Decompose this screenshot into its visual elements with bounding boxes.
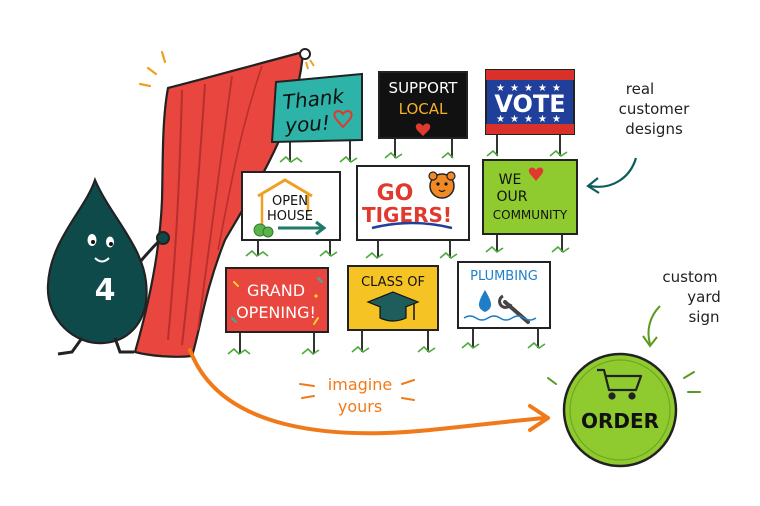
sign-community-line3: COMMUNITY <box>493 208 568 222</box>
arrow-to-order-small <box>647 305 661 345</box>
annotation-custom-line1: custom <box>662 268 717 286</box>
svg-text:★: ★ <box>524 83 533 94</box>
sign-community-line1: WE <box>499 172 522 188</box>
arrow-head-signs <box>586 177 600 194</box>
sign-go-tigers-line1: GO <box>377 181 414 206</box>
sign-grand-opening <box>225 267 329 356</box>
arrow-to-signs <box>589 157 638 188</box>
order-button-label[interactable]: ORDER <box>581 409 659 433</box>
sign-class-of-text: CLASS OF <box>361 275 425 290</box>
sign-support-local-line2: LOCAL <box>399 100 448 118</box>
sign-support-local-line1: SUPPORT <box>389 79 459 97</box>
sign-vote-text: VOTE <box>494 90 565 118</box>
svg-text:★: ★ <box>552 114 561 125</box>
curtain[interactable] <box>133 48 315 358</box>
sign-thank-you <box>270 72 363 164</box>
svg-text:★: ★ <box>538 114 547 125</box>
annotation-real-line1: real <box>626 80 654 98</box>
cart-icon <box>597 368 643 400</box>
sign-go-tigers <box>356 165 470 260</box>
arrow-head-order <box>528 404 550 432</box>
sign-thank-you-line2: you! <box>283 110 330 137</box>
sign-support-local <box>378 71 468 160</box>
svg-text:★: ★ <box>496 83 505 94</box>
sign-open-house-line1: OPEN <box>272 194 308 209</box>
sign-grand-opening-line2: OPENING! <box>236 303 316 322</box>
annotation-real-line2: customer <box>619 100 690 118</box>
sign-grand-opening-line1: GRAND <box>247 281 305 300</box>
svg-text:★: ★ <box>496 114 505 125</box>
order-button[interactable] <box>562 352 678 468</box>
svg-text:★: ★ <box>552 83 561 94</box>
svg-text:★: ★ <box>524 114 533 125</box>
arrow-to-order <box>188 348 547 436</box>
svg-text:★: ★ <box>538 83 547 94</box>
mascot-number: 4 <box>95 273 116 308</box>
order-sparkle-icon <box>547 371 701 393</box>
svg-text:★: ★ <box>510 114 519 125</box>
annotation-custom-line2: yard <box>687 288 721 306</box>
sign-vote: ★ ★ ★ ★ ★ ★ ★ ★ ★ ★ <box>485 69 575 158</box>
sign-open-house-line2: HOUSE <box>267 209 313 224</box>
svg-text:★: ★ <box>510 83 519 94</box>
sign-class-of <box>347 265 439 354</box>
sparkle-marks <box>299 379 415 401</box>
sign-plumbing <box>457 261 551 350</box>
sparkle-icon <box>138 50 167 88</box>
annotation-custom-line3: sign <box>688 308 719 326</box>
annotation-real-line3: designs <box>625 120 683 138</box>
sign-community <box>482 159 578 254</box>
annotation-imagine-line2: yours <box>338 397 382 416</box>
mascot-drop <box>46 176 170 356</box>
annotation-imagine-line1: imagine <box>328 375 392 394</box>
arrow-head-order-small <box>642 335 658 348</box>
sign-community-line2: OUR <box>497 189 528 205</box>
sign-open-house <box>241 171 341 258</box>
sign-plumbing-text: PLUMBING <box>470 269 538 284</box>
sign-go-tigers-line2: TIGERS! <box>362 203 452 227</box>
